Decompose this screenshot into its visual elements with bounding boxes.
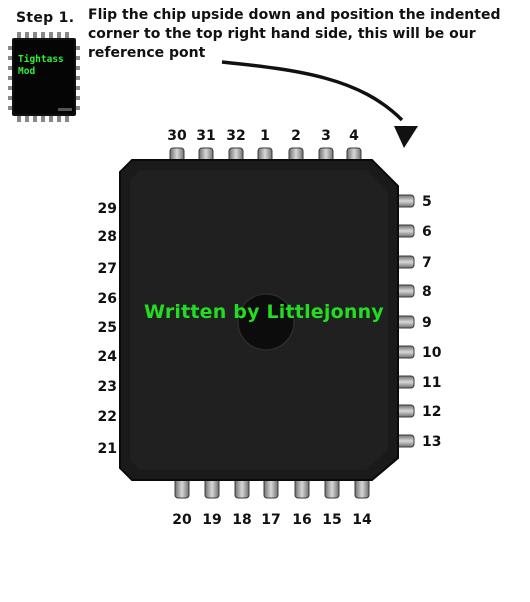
pin-number-9: 9 xyxy=(422,315,432,331)
pin-number-10: 10 xyxy=(422,345,442,361)
pin-number-8: 8 xyxy=(422,284,432,300)
pin-number-26: 26 xyxy=(98,291,117,307)
pin-number-3: 3 xyxy=(321,128,331,144)
pin-number-19: 19 xyxy=(202,512,221,528)
pin-number-31: 31 xyxy=(196,128,215,144)
pin-number-24: 24 xyxy=(98,349,118,365)
pin-number-22: 22 xyxy=(98,409,117,425)
pin-number-12: 12 xyxy=(422,404,441,420)
pin-number-6: 6 xyxy=(422,224,432,240)
pin-number-7: 7 xyxy=(422,255,432,271)
pin-number-17: 17 xyxy=(261,512,280,528)
pin-number-5: 5 xyxy=(422,194,432,210)
pin-number-32: 32 xyxy=(226,128,245,144)
pin-number-27: 27 xyxy=(98,261,117,277)
pin-number-14: 14 xyxy=(352,512,372,528)
step-label: Step 1. xyxy=(16,10,75,26)
pin-number-21: 21 xyxy=(98,441,117,457)
pin-number-18: 18 xyxy=(232,512,251,528)
pin-number-25: 25 xyxy=(98,320,117,336)
watermark: Written by Littlejonny xyxy=(144,301,384,323)
chip-thumbnail: Tightass Mod xyxy=(8,32,80,122)
pin-number-4: 4 xyxy=(349,128,359,144)
pin-number-2: 2 xyxy=(291,128,301,144)
pin-number-30: 30 xyxy=(167,128,187,144)
pin-number-29: 29 xyxy=(98,201,117,217)
reference-arrow xyxy=(221,60,404,122)
pin-number-15: 15 xyxy=(322,512,341,528)
pin-number-1: 1 xyxy=(260,128,270,144)
chip-center-dimple xyxy=(237,293,295,351)
reference-arrow-head xyxy=(394,126,418,148)
pin-number-13: 13 xyxy=(422,434,441,450)
pin-number-28: 28 xyxy=(98,229,117,245)
pin-number-20: 20 xyxy=(172,512,192,528)
pin-number-16: 16 xyxy=(292,512,311,528)
chip-thumbnail-graphic xyxy=(8,32,80,122)
thumbnail-label: Tightass Mod xyxy=(18,54,64,77)
pin-number-11: 11 xyxy=(422,375,441,391)
pin-number-23: 23 xyxy=(98,379,117,395)
instruction-text: Flip the chip upside down and position t… xyxy=(88,7,501,61)
